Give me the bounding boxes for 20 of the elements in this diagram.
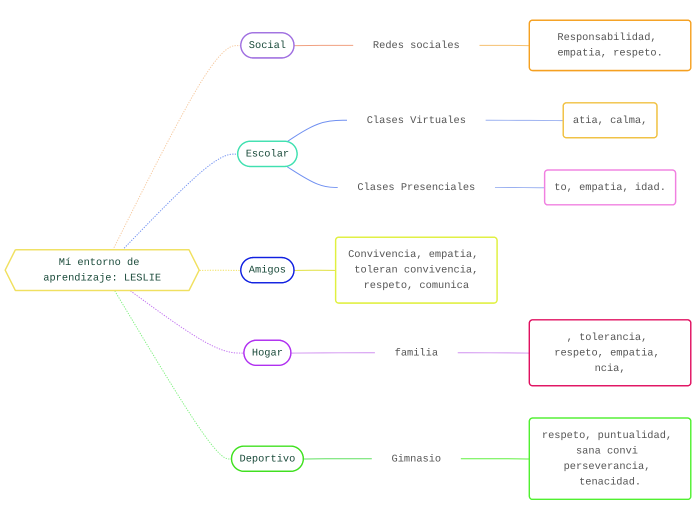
node-text: Gimnasio xyxy=(392,453,442,465)
connector xyxy=(286,120,348,142)
connector xyxy=(130,290,245,354)
node-text: Clases Virtuales xyxy=(366,114,466,126)
connector xyxy=(460,458,530,460)
node-text: Redes sociales xyxy=(372,40,460,52)
connector xyxy=(290,352,376,354)
connector xyxy=(199,270,242,272)
connector xyxy=(122,154,239,251)
node-text: familia xyxy=(394,347,438,359)
connector xyxy=(114,290,232,460)
connector xyxy=(456,352,530,354)
connector xyxy=(286,166,339,188)
connector xyxy=(294,270,336,272)
connector xyxy=(494,187,546,188)
connector xyxy=(303,458,373,460)
connector xyxy=(294,45,354,46)
node-text: Clases Presenciales xyxy=(357,182,476,194)
connector xyxy=(478,45,530,46)
connector xyxy=(484,120,564,122)
